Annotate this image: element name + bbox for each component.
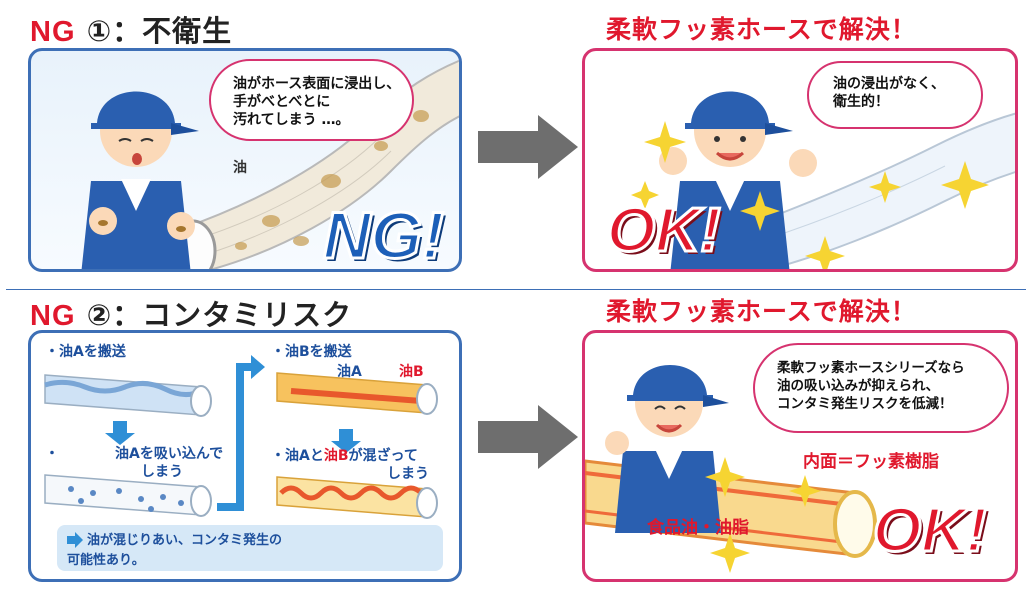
ng2-heading: NG ②：コンタミリスク (30, 292, 352, 334)
solution2-heading: 柔軟フッ素ホースで解決！ (606, 297, 917, 326)
worker-troubled (81, 91, 199, 269)
step-mix-prefix: ・油Aと (271, 448, 324, 464)
note-line-1: 油が混じりあい、コンタミ発生の (87, 533, 283, 548)
oil-a-label: 油A (337, 364, 362, 380)
hose-mixed (276, 476, 438, 519)
ok2-speech-bubble: 柔軟フッ素ホースシリーズなら 油の吸い込みが抑えられ、 コンタミ発生リスクを低減… (753, 343, 1009, 433)
note-line-2: 可能性あり。 (67, 553, 145, 568)
ng1-speech-bubble: 油がホース表面に浸出し、 手がべとべとに 汚れてしまう …。 (209, 59, 414, 141)
hose-oil-a (44, 374, 212, 417)
step-mix: ・油Aと油Bが混ざって (271, 445, 418, 465)
ok2-big-text: OK! (872, 495, 989, 567)
ok1-bubble-line-2: 衛生的！ (833, 94, 889, 110)
ng2-illustration (44, 355, 438, 519)
solution1-heading: 柔軟フッ素ホースで解決！ (606, 15, 917, 44)
arrow-right-icon-2 (478, 405, 578, 469)
worker-peace (605, 365, 729, 533)
ng2-panel: ・油Aを搬送 ・ 油Aを吸い込んで しまう ・油Bを搬送 油A 油B ・油Aと油… (28, 330, 462, 582)
step-absorb-bullet: ・ (45, 446, 59, 462)
step-absorb-line2: しまう (141, 464, 183, 480)
ng1-panel: 油がホース表面に浸出し、 手がべとべとに 汚れてしまう …。 油 NG! (28, 48, 462, 272)
down-arrow-icon (105, 421, 135, 445)
elbow-arrow-icon (217, 355, 265, 511)
ng2-prefix: NG (30, 300, 76, 332)
ok2-panel: 柔軟フッ素ホースシリーズなら 油の吸い込みが抑えられ、 コンタミ発生リスクを低減… (582, 330, 1018, 582)
ok1-big-text: OK! (606, 195, 723, 267)
sparkle-icon (631, 121, 989, 269)
ok2-bubble-line-1: 柔軟フッ素ホースシリーズなら (777, 360, 965, 376)
food-oil-label: 食品油・油脂 (647, 518, 749, 538)
ng1-bubble-line-1: 油がホース表面に浸出し、 (233, 76, 401, 92)
ok2-illustration (585, 365, 877, 573)
contamination-note: 油が混じりあい、コンタミ発生の 可能性あり。 (57, 525, 443, 571)
ok1-speech-bubble: 油の浸出がなく、 衛生的！ (807, 61, 983, 129)
oil-label: 油 (233, 160, 247, 176)
ng1-prefix: NG (30, 16, 76, 48)
ok1-illustration (631, 91, 1015, 269)
ng1-heading-text: ①：不衛生 (75, 14, 233, 48)
ok1-bubble-line-1: 油の浸出がなく、 (833, 76, 945, 92)
hose-absorbed (44, 474, 212, 517)
ng1-bubble-line-3: 汚れてしまう …。 (233, 112, 350, 128)
step-mix-line2: しまう (387, 466, 429, 482)
step-mix-suffix: が混ざって (348, 448, 418, 464)
sparkle-icon-2 (705, 457, 821, 573)
step-absorb-line1: 油Aを吸い込んで (115, 446, 224, 462)
oil-b-label: 油B (399, 364, 424, 380)
step-transport-oil-a: ・油Aを搬送 (45, 344, 126, 360)
ok2-bubble-line-2: 油の吸い込みが抑えられ、 (777, 378, 940, 394)
inner-fluororesin-label: 内面＝フッ素樹脂 (803, 452, 939, 472)
ng1-bubble-line-2: 手がべとべとに (233, 94, 331, 110)
hose-oil-b (276, 372, 438, 415)
ok1-panel: 油の浸出がなく、 衛生的！ OK! (582, 48, 1018, 272)
ng1-heading: NG ①：不衛生 (30, 8, 232, 50)
down-arrow-icon-2 (331, 429, 361, 453)
ok2-bubble-line-3: コンタミ発生リスクを低減！ (777, 396, 953, 412)
step-mix-oil-b: 油B (323, 448, 349, 464)
ng-big-text: NG! (322, 197, 446, 272)
note-arrow-icon (67, 532, 83, 548)
section-divider (6, 289, 1026, 290)
ng2-heading-text: ②：コンタミリスク (75, 298, 353, 332)
arrow-right-icon (478, 115, 578, 179)
step-transport-oil-b: ・油Bを搬送 (271, 344, 352, 360)
